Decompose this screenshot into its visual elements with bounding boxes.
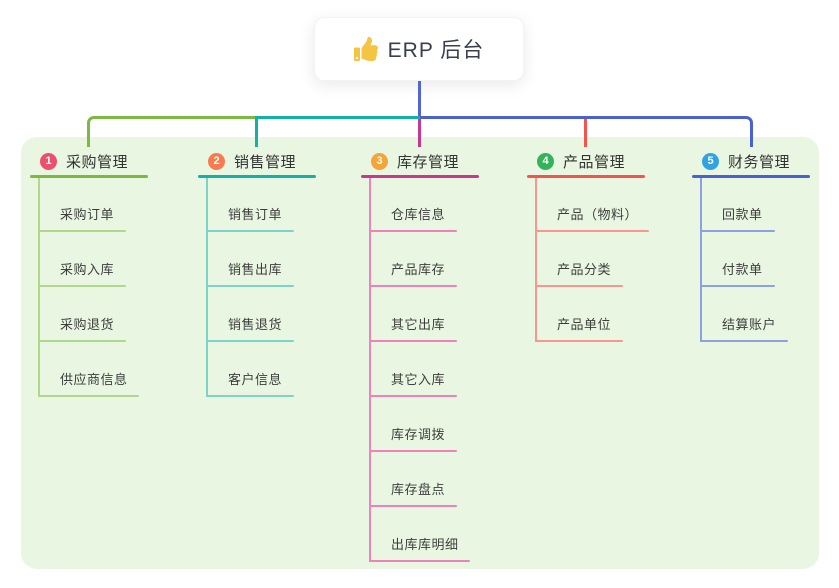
branch-underline (692, 175, 810, 178)
branch-node-label: 库存管理 (397, 153, 460, 171)
child-underline (38, 230, 126, 232)
child-connector-line (206, 178, 208, 397)
bus-segment-branch1 (87, 116, 255, 147)
branch-index-badge: 1 (40, 152, 57, 170)
child-node[interactable]: 客户信息 (228, 372, 283, 387)
child-underline (206, 340, 294, 342)
child-node[interactable]: 产品库存 (391, 262, 446, 277)
child-underline (700, 230, 775, 232)
drop-line-branch3 (418, 119, 421, 147)
child-underline (206, 395, 294, 397)
child-underline (38, 395, 139, 397)
child-connector-line (535, 178, 537, 342)
branch-underline (361, 175, 479, 178)
child-underline (535, 230, 649, 232)
branch-index-badge: 2 (208, 152, 225, 170)
child-underline (206, 230, 294, 232)
child-node[interactable]: 销售退货 (228, 317, 283, 332)
child-underline (369, 285, 457, 287)
child-node[interactable]: 回款单 (722, 207, 763, 222)
child-node[interactable]: 产品（物料） (557, 207, 639, 222)
child-connector-line (38, 178, 40, 397)
child-connector-line (369, 178, 371, 562)
branch-node-3[interactable]: 3 库存管理 (361, 149, 479, 173)
branch-node-4[interactable]: 4 产品管理 (527, 149, 645, 173)
child-underline (38, 285, 126, 287)
branch-node-label: 采购管理 (66, 153, 129, 171)
branch-underline (198, 175, 316, 178)
bus-segment-branch2 (257, 116, 420, 119)
child-underline (206, 285, 294, 287)
child-underline (369, 230, 457, 232)
child-node[interactable]: 付款单 (722, 262, 763, 277)
child-node[interactable]: 销售订单 (228, 207, 283, 222)
branch-node-label: 销售管理 (234, 153, 297, 171)
child-underline (700, 340, 788, 342)
branch-node-label: 产品管理 (563, 153, 626, 171)
branch-index-badge: 4 (537, 152, 554, 170)
branch-node-5[interactable]: 5 财务管理 (692, 149, 810, 173)
bus-segment-branch5 (420, 116, 753, 147)
branch-node-1[interactable]: 1 采购管理 (30, 149, 148, 173)
drop-line-branch4 (584, 119, 587, 147)
child-underline (369, 560, 470, 562)
thumbs-up-icon (353, 37, 378, 61)
child-connector-line (700, 178, 702, 342)
child-underline (38, 340, 126, 342)
branch-underline (30, 175, 148, 178)
child-node[interactable]: 采购订单 (60, 207, 115, 222)
child-node[interactable]: 库存盘点 (391, 482, 446, 497)
child-node[interactable]: 产品分类 (557, 262, 612, 277)
child-underline (369, 340, 457, 342)
child-underline (535, 340, 623, 342)
root-connector-line (418, 81, 421, 119)
child-node[interactable]: 其它出库 (391, 317, 446, 332)
child-underline (369, 450, 457, 452)
child-node[interactable]: 结算账户 (722, 317, 777, 332)
child-node[interactable]: 其它入库 (391, 372, 446, 387)
child-underline (535, 285, 623, 287)
root-node[interactable]: ERP 后台 (314, 17, 524, 81)
child-node[interactable]: 采购入库 (60, 262, 115, 277)
child-underline (369, 505, 457, 507)
child-underline (369, 395, 457, 397)
branch-index-badge: 5 (702, 152, 719, 170)
child-node[interactable]: 销售出库 (228, 262, 283, 277)
branch-node-2[interactable]: 2 销售管理 (198, 149, 316, 173)
child-node[interactable]: 产品单位 (557, 317, 612, 332)
drop-line-branch2 (255, 116, 258, 147)
child-underline (700, 285, 775, 287)
root-node-label: ERP 后台 (387, 39, 485, 62)
child-node[interactable]: 采购退货 (60, 317, 115, 332)
branch-node-label: 财务管理 (728, 153, 791, 171)
branch-underline (527, 175, 645, 178)
child-node[interactable]: 库存调拨 (391, 427, 446, 442)
child-node[interactable]: 仓库信息 (391, 207, 446, 222)
child-node[interactable]: 出库库明细 (391, 537, 459, 552)
child-node[interactable]: 供应商信息 (60, 372, 128, 387)
branches-panel (21, 137, 819, 569)
branch-index-badge: 3 (371, 152, 388, 170)
